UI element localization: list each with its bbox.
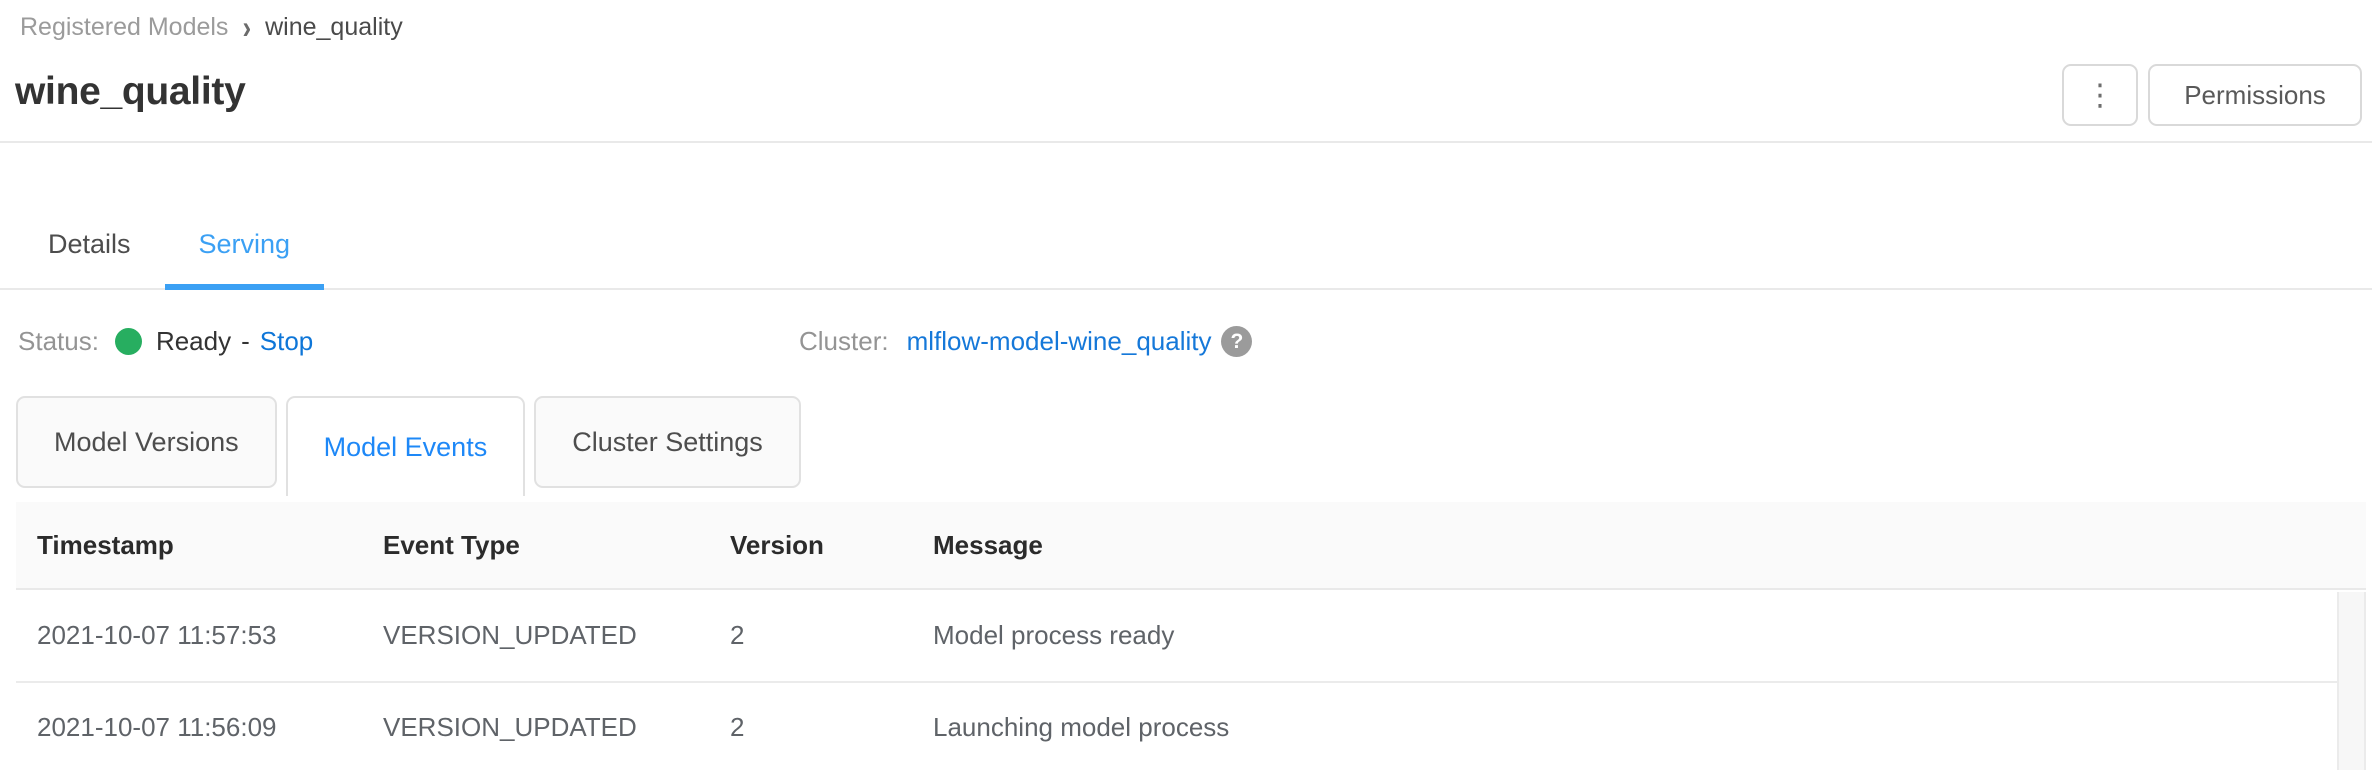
status-label: Status:: [18, 326, 99, 356]
page-title: wine_quality: [15, 70, 246, 113]
status-row: Status: Ready - Stop: [18, 326, 313, 357]
permissions-button-label: Permissions: [2184, 79, 2326, 110]
breadcrumb-current: wine_quality: [265, 13, 403, 41]
subtab-cluster-settings[interactable]: Cluster Settings: [534, 396, 801, 488]
cell-event-type: VERSION_UPDATED: [383, 712, 637, 742]
table-header-row: Timestamp Event Type Version Message: [16, 502, 2366, 590]
status-separator: -: [241, 326, 250, 356]
kebab-icon: ⋮: [2085, 78, 2115, 112]
stop-link[interactable]: Stop: [259, 326, 314, 356]
breadcrumb-registered-models[interactable]: Registered Models: [20, 13, 229, 41]
cluster-row: Cluster: mlflow-model-wine_quality ?: [799, 326, 1253, 357]
status-ready-dot-icon: [114, 328, 142, 355]
model-events-table: Timestamp Event Type Version Message 202…: [16, 502, 2366, 770]
cell-version: 2: [730, 712, 745, 742]
cell-message: Model process ready: [933, 620, 1175, 650]
tabs-divider: [0, 288, 2372, 290]
title-divider: [0, 141, 2372, 143]
cell-timestamp: 2021-10-07 11:57:53: [37, 620, 277, 650]
table-row: 2021-10-07 11:57:53 VERSION_UPDATED 2 Mo…: [16, 590, 2337, 681]
help-icon[interactable]: ?: [1221, 326, 1253, 357]
cell-event-type: VERSION_UPDATED: [383, 620, 637, 650]
tab-serving[interactable]: Serving: [164, 220, 325, 290]
table-body: 2021-10-07 11:57:53 VERSION_UPDATED 2 Mo…: [16, 590, 2337, 770]
cell-version: 2: [730, 620, 745, 650]
cell-message: Launching model process: [933, 712, 1230, 742]
cluster-label: Cluster:: [799, 326, 889, 356]
subtab-model-events[interactable]: Model Events: [285, 396, 526, 496]
col-header-event-type: Event Type: [383, 529, 520, 560]
table-scrollbar[interactable]: [2337, 592, 2366, 770]
serving-subtabs: Model Versions Model Events Cluster Sett…: [16, 396, 801, 502]
col-header-version: Version: [730, 529, 824, 560]
col-header-timestamp: Timestamp: [37, 529, 174, 560]
cell-timestamp: 2021-10-07 11:56:09: [37, 712, 277, 742]
main-tabs: Details Serving: [14, 220, 325, 290]
status-value: Ready: [155, 326, 232, 356]
more-actions-button[interactable]: ⋮: [2062, 64, 2138, 126]
table-row: 2021-10-07 11:56:09 VERSION_UPDATED 2 La…: [16, 681, 2337, 770]
col-header-message: Message: [933, 529, 1043, 560]
subtab-model-versions[interactable]: Model Versions: [16, 396, 277, 488]
cluster-link[interactable]: mlflow-model-wine_quality: [906, 326, 1212, 356]
permissions-button[interactable]: Permissions: [2148, 64, 2362, 126]
breadcrumb: Registered Models › wine_quality: [20, 8, 403, 46]
tab-details[interactable]: Details: [48, 229, 131, 259]
breadcrumb-chevron-icon: ›: [242, 8, 252, 46]
